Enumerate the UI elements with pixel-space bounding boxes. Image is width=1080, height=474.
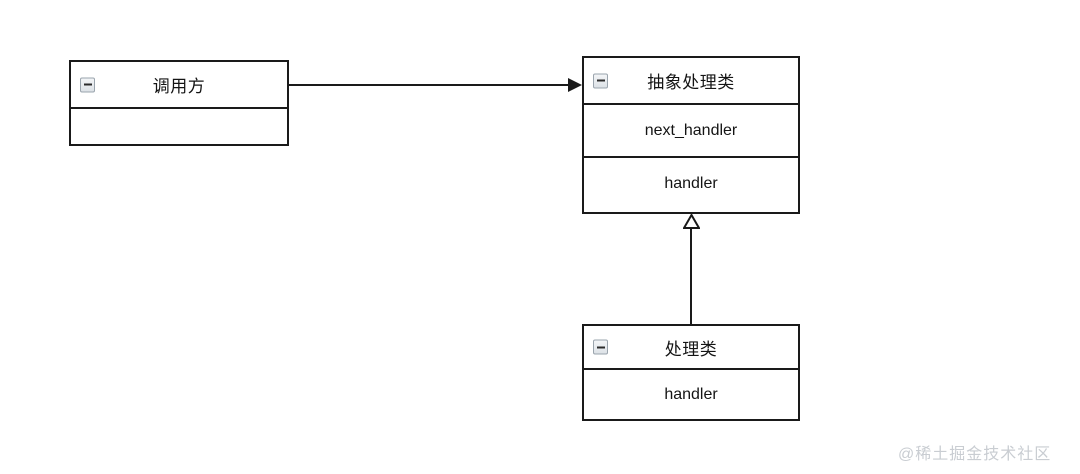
uml-class-handler-title-row: 处理类 — [584, 326, 798, 368]
uml-class-handler-method-row: handler — [584, 368, 798, 419]
minus-bar — [83, 83, 92, 86]
minus-bar — [596, 79, 605, 82]
generalization-arrowhead-hollow-triangle — [683, 214, 700, 229]
association-arrowhead-filled — [568, 78, 582, 92]
association-line-caller-to-abstract — [289, 84, 569, 86]
uml-class-abstract-handler-method-row: handler — [584, 156, 798, 210]
uml-class-abstract-handler-method: handler — [664, 175, 718, 192]
collapse-minus-icon[interactable] — [593, 73, 608, 88]
uml-class-caller[interactable]: 调用方 — [69, 60, 289, 146]
uml-class-abstract-handler-attribute-row: next_handler — [584, 103, 798, 156]
uml-class-handler-name: 处理类 — [664, 339, 718, 359]
uml-class-abstract-handler-title-row: 抽象处理类 — [584, 58, 798, 103]
uml-class-handler[interactable]: 处理类 handler — [582, 324, 800, 421]
uml-class-caller-title-row: 调用方 — [71, 62, 287, 107]
watermark-text: @稀土掘金技术社区 — [898, 446, 1052, 463]
uml-class-abstract-handler[interactable]: 抽象处理类 next_handler handler — [582, 56, 800, 214]
uml-class-abstract-handler-attribute: next_handler — [644, 121, 738, 139]
uml-class-caller-members-row — [71, 107, 287, 144]
generalization-line-handler-to-abstract — [690, 228, 692, 324]
minus-bar — [596, 346, 605, 348]
uml-class-abstract-handler-name: 抽象处理类 — [647, 73, 735, 92]
uml-class-caller-name: 调用方 — [152, 77, 206, 96]
uml-class-handler-method: handler — [664, 385, 718, 403]
collapse-minus-icon[interactable] — [80, 77, 95, 92]
collapse-minus-icon[interactable] — [593, 339, 608, 355]
